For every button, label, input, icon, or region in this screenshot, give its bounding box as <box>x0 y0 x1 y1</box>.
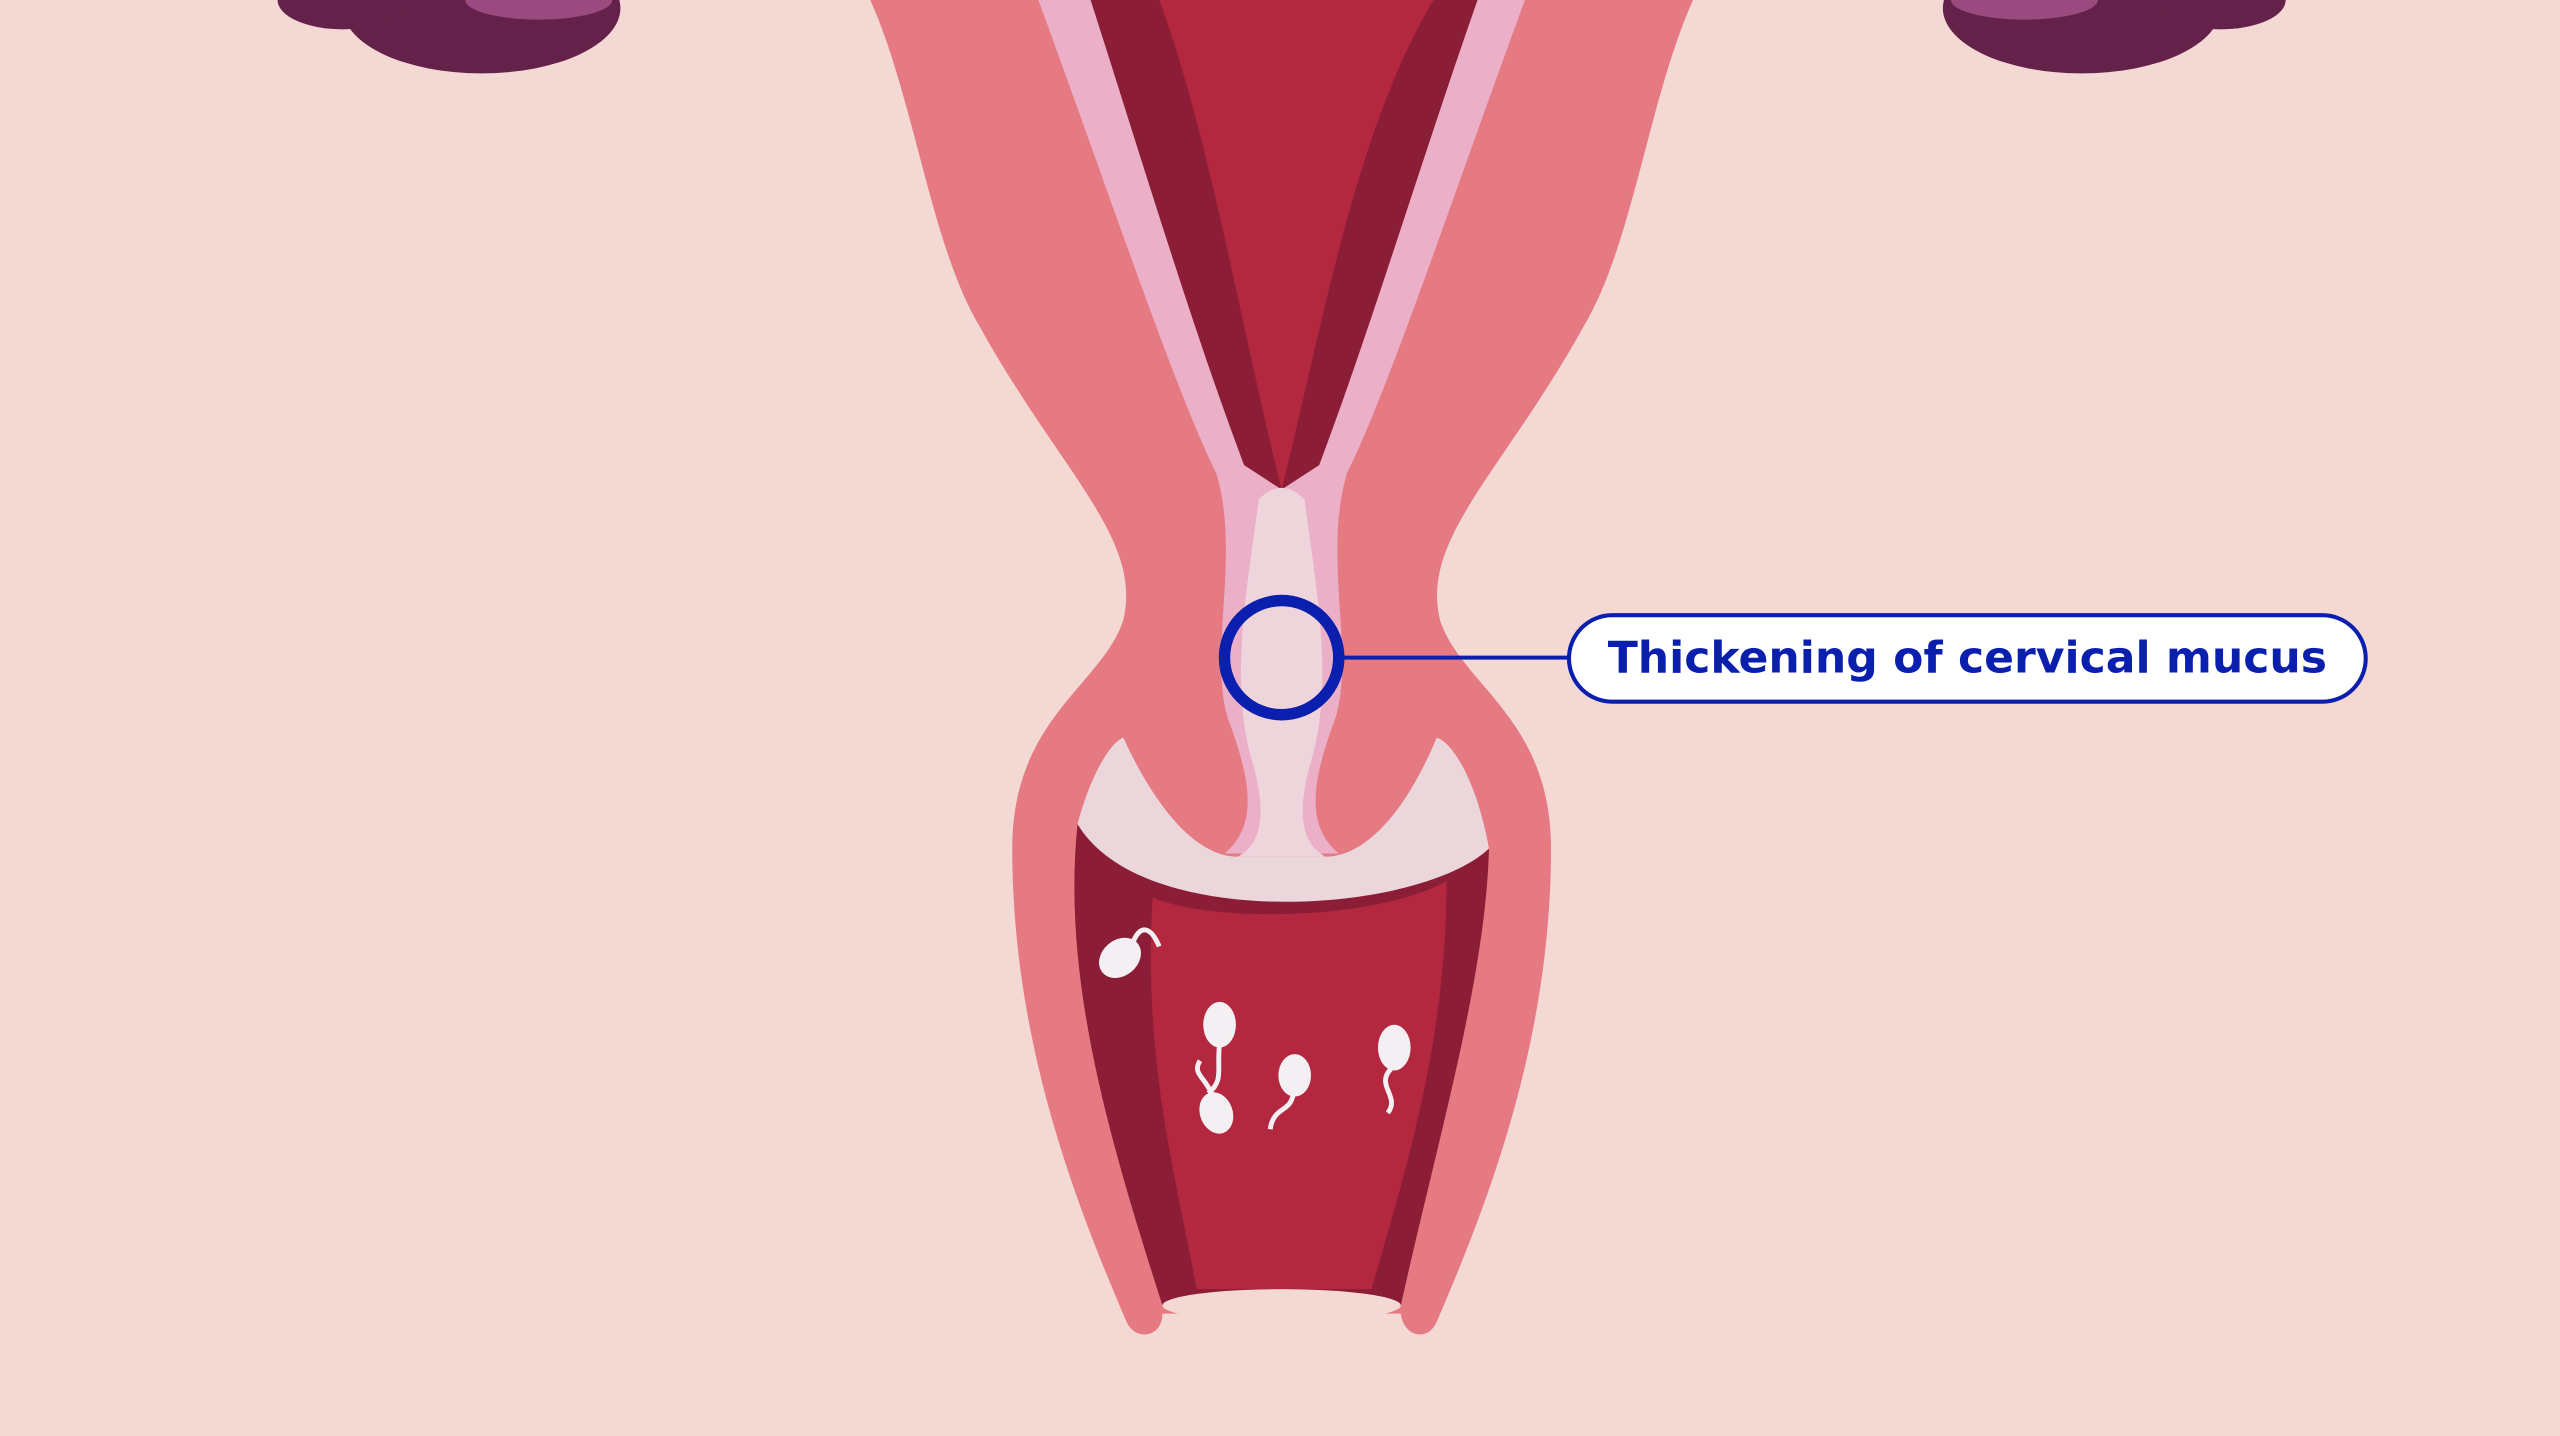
callout-label-pill <box>1566 613 2368 704</box>
uterus-illustration-icon <box>870 0 1694 1335</box>
callout: Thickening of cervical mucus <box>1218 594 2368 721</box>
sperm-group <box>1099 927 1411 1134</box>
cervical-mucus <box>1237 487 1326 857</box>
sperm-icon <box>1377 1024 1411 1115</box>
ovary-left-icon <box>277 0 621 74</box>
sperm-icon <box>1099 927 1162 978</box>
sperm-icon <box>1194 1059 1234 1134</box>
sperm-icon <box>1267 1054 1312 1130</box>
callout-label: Thickening of cervical mucus <box>1608 632 2327 683</box>
ovary-right-icon <box>1942 0 2286 74</box>
highlight-circle-icon <box>1218 594 1345 721</box>
